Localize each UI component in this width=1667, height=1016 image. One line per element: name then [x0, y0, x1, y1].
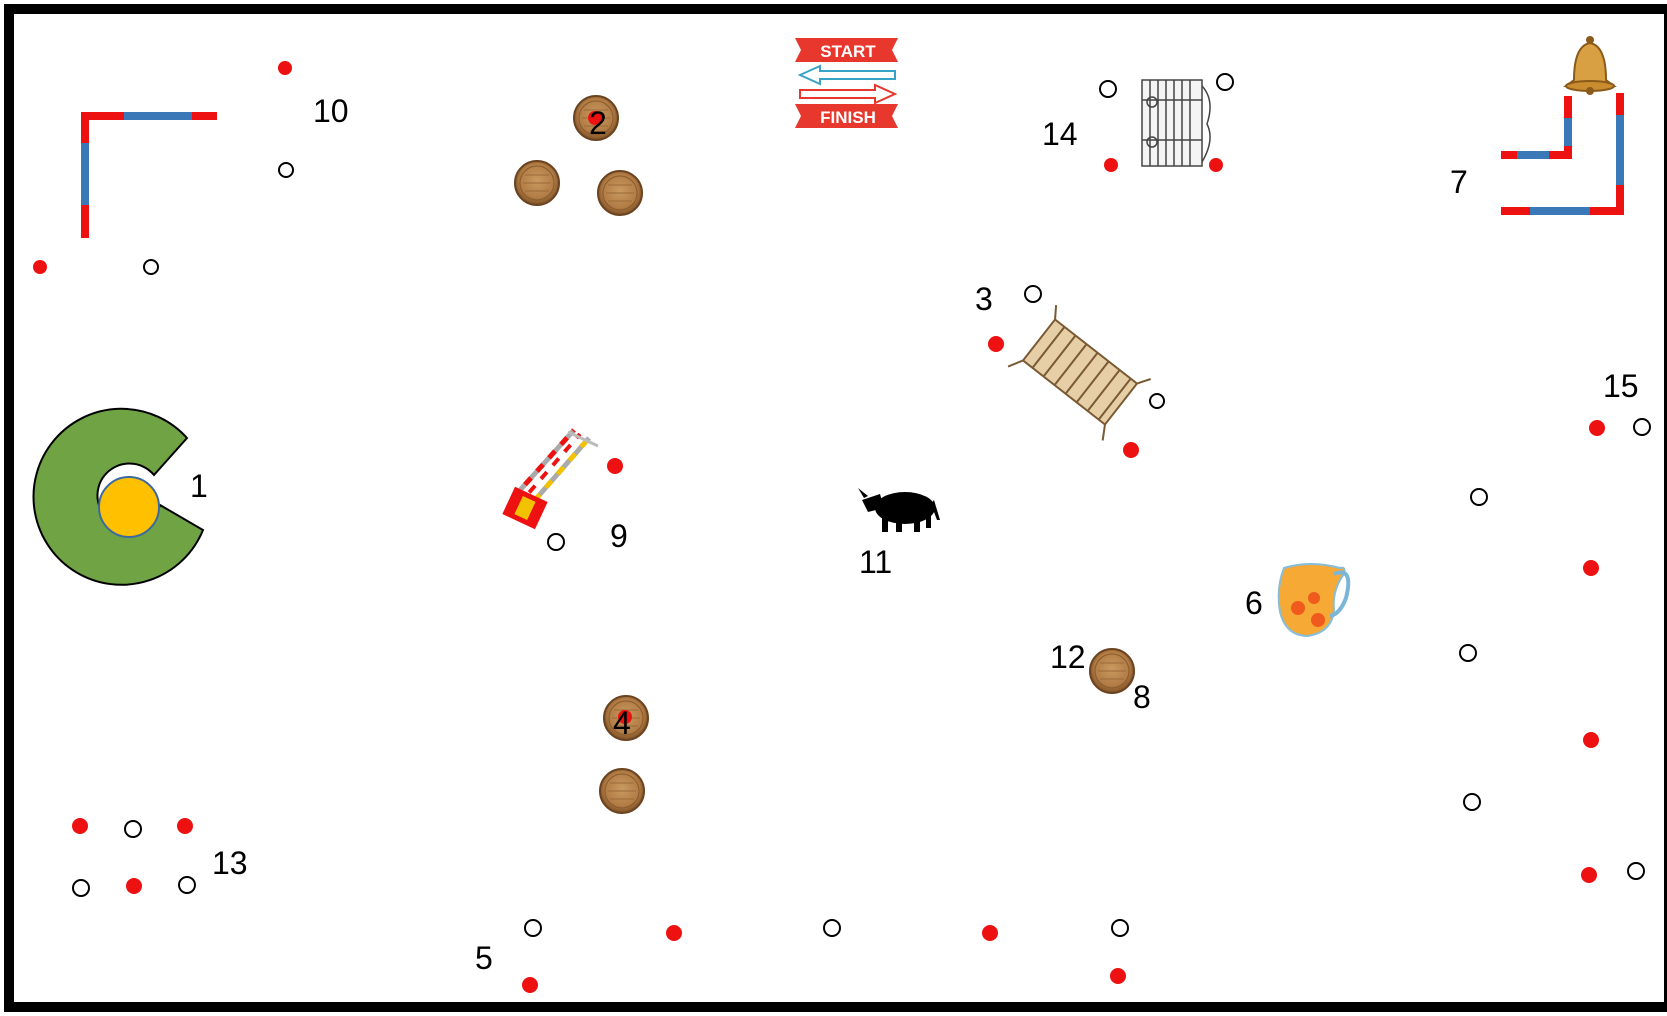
white-marker [144, 260, 158, 274]
red-marker [1589, 420, 1605, 436]
red-marker [1123, 442, 1139, 458]
gate-icon [1142, 80, 1210, 166]
white-marker [1464, 794, 1480, 810]
white-marker [1217, 74, 1233, 90]
jump-poles-icon [502, 430, 598, 529]
station-number: 11 [859, 544, 892, 580]
start-finish-sign-icon: START FINISH [795, 38, 898, 128]
white-marker [525, 920, 541, 936]
red-marker [982, 925, 998, 941]
white-marker [548, 534, 564, 550]
barrel-icon [598, 171, 642, 215]
red-marker [607, 458, 623, 474]
corner-fence-icon [81, 112, 217, 238]
finish-label: FINISH [820, 108, 876, 127]
red-marker [1104, 158, 1118, 172]
white-marker [1634, 419, 1650, 435]
red-marker [33, 260, 47, 274]
station-number: 8 [1133, 679, 1151, 715]
cow-icon [858, 488, 940, 532]
barrel-icon [600, 769, 644, 813]
white-marker [1112, 920, 1128, 936]
start-label: START [820, 42, 876, 61]
white-marker [824, 920, 840, 936]
white-marker [1025, 286, 1041, 302]
red-marker [1583, 732, 1599, 748]
white-marker [125, 821, 141, 837]
station-number: 9 [610, 518, 628, 554]
station-number: 2 [589, 105, 607, 141]
red-marker [1581, 867, 1597, 883]
bell-icon [1566, 36, 1614, 95]
white-marker [73, 880, 89, 896]
white-marker [1460, 645, 1476, 661]
white-marker [279, 163, 293, 177]
station-number: 13 [212, 845, 248, 881]
station-number: 3 [975, 281, 993, 317]
station-number: 4 [613, 705, 631, 741]
red-marker [522, 977, 538, 993]
station-number: 5 [475, 940, 493, 976]
station-number: 10 [313, 93, 349, 129]
white-marker [179, 877, 195, 893]
station-number: 12 [1050, 639, 1086, 675]
station-number: 6 [1245, 585, 1263, 621]
pen-area-icon [34, 409, 203, 585]
white-marker [1471, 489, 1487, 505]
red-marker [1209, 158, 1223, 172]
red-marker [278, 61, 292, 75]
station-number: 15 [1603, 368, 1639, 404]
course-border [9, 9, 1667, 1007]
barrel-icon [515, 161, 559, 205]
red-marker [126, 878, 142, 894]
red-marker [988, 336, 1004, 352]
station-number: 14 [1042, 116, 1078, 152]
station-number: 7 [1450, 164, 1468, 200]
pitcher-icon [1279, 564, 1349, 636]
barrel-icon [1090, 649, 1134, 693]
white-marker [1100, 81, 1116, 97]
red-marker [177, 818, 193, 834]
white-marker [1628, 863, 1644, 879]
red-marker [1583, 560, 1599, 576]
white-marker [1150, 394, 1164, 408]
red-marker [666, 925, 682, 941]
station-number: 1 [190, 468, 208, 504]
ladder-bridge-icon [1008, 305, 1151, 440]
red-marker [1110, 968, 1126, 984]
red-marker [72, 818, 88, 834]
corner-fence-icon [1501, 96, 1572, 159]
